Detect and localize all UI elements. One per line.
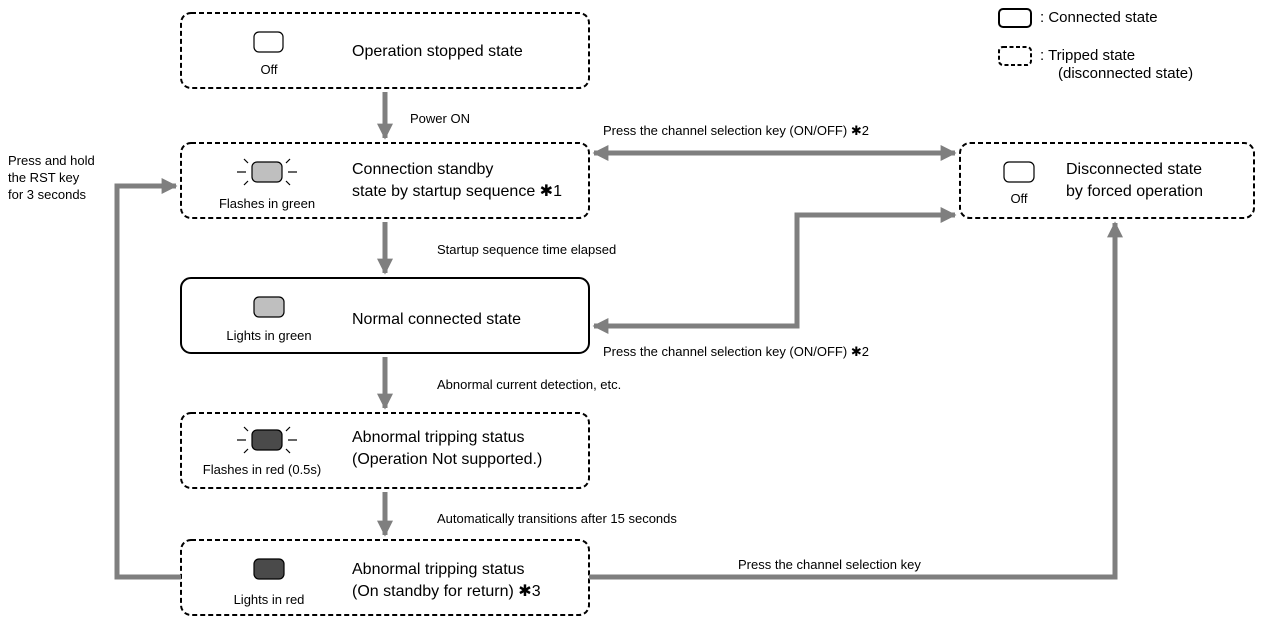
- arrow-channel-key-to-forced: [589, 221, 1124, 580]
- transition-channel-key-top: Press the channel selection key (ON/OFF)…: [603, 123, 869, 138]
- led-green-icon: [253, 296, 285, 318]
- led-label-flashes-green: Flashes in green: [218, 196, 316, 211]
- state-title-forced-line2: by forced operation: [1066, 183, 1203, 200]
- led-label-lights-green: Lights in green: [226, 328, 312, 343]
- led-flashing-green-icon: [251, 161, 283, 183]
- state-box-forced-disconnect: [959, 142, 1255, 219]
- state-box-operation-stopped: [180, 12, 590, 89]
- arrow-channel-key-normal-to-forced: [592, 206, 957, 335]
- flash-rays-red-icon: [237, 426, 297, 454]
- state-title-abnormal-flash-line1: Abnormal tripping status: [352, 429, 525, 446]
- transition-power-on: Power ON: [410, 111, 470, 126]
- led-off-icon: [253, 31, 284, 53]
- transition-channel-key-bottom: Press the channel selection key: [738, 557, 921, 572]
- transition-rst-line2: the RST key: [8, 170, 80, 185]
- state-title-standby-line2: state by startup sequence ✱1: [352, 183, 562, 200]
- led-flashing-red-icon: [251, 429, 283, 451]
- transition-channel-key-mid: Press the channel selection key (ON/OFF)…: [603, 344, 869, 359]
- led-label-off: Off: [260, 62, 278, 77]
- arrow-rst-key-return: [114, 177, 181, 580]
- led-label-flashes-red: Flashes in red (0.5s): [202, 462, 322, 477]
- legend-connected-label: : Connected state: [1040, 9, 1158, 26]
- state-title-normal-connected: Normal connected state: [352, 311, 521, 328]
- led-red-icon: [253, 558, 285, 580]
- transition-rst-line1: Press and hold: [8, 153, 95, 168]
- led-label-off-forced: Off: [1010, 191, 1028, 206]
- transition-auto-15s: Automatically transitions after 15 secon…: [437, 511, 677, 526]
- state-title-standby-line1: Connection standby: [352, 161, 494, 178]
- transition-startup-elapsed: Startup sequence time elapsed: [437, 242, 617, 257]
- transition-abnormal-detection: Abnormal current detection, etc.: [437, 377, 622, 392]
- state-box-connection-standby: [180, 142, 590, 219]
- state-title-operation-stopped: Operation stopped state: [352, 43, 523, 60]
- state-box-normal-connected: [180, 277, 590, 354]
- state-title-forced-line1: Disconnected state: [1066, 161, 1203, 178]
- state-box-abnormal-flashing: [180, 412, 590, 489]
- legend-tripped-symbol: [998, 46, 1032, 66]
- transition-rst-line3: for 3 seconds: [8, 187, 87, 202]
- legend-connected-symbol: [998, 8, 1032, 28]
- state-title-abnormal-standby-line1: Abnormal tripping status: [352, 561, 525, 578]
- legend-tripped-sublabel: (disconnected state): [1058, 65, 1194, 82]
- state-title-abnormal-standby-line2: (On standby for return) ✱3: [352, 583, 541, 600]
- led-off-forced-icon: [1003, 161, 1035, 183]
- state-title-abnormal-flash-line2: (Operation Not supported.): [352, 451, 543, 468]
- legend-tripped-label: : Tripped state: [1040, 47, 1136, 64]
- led-label-lights-red: Lights in red: [233, 592, 305, 607]
- flash-rays-green-icon: [237, 158, 297, 186]
